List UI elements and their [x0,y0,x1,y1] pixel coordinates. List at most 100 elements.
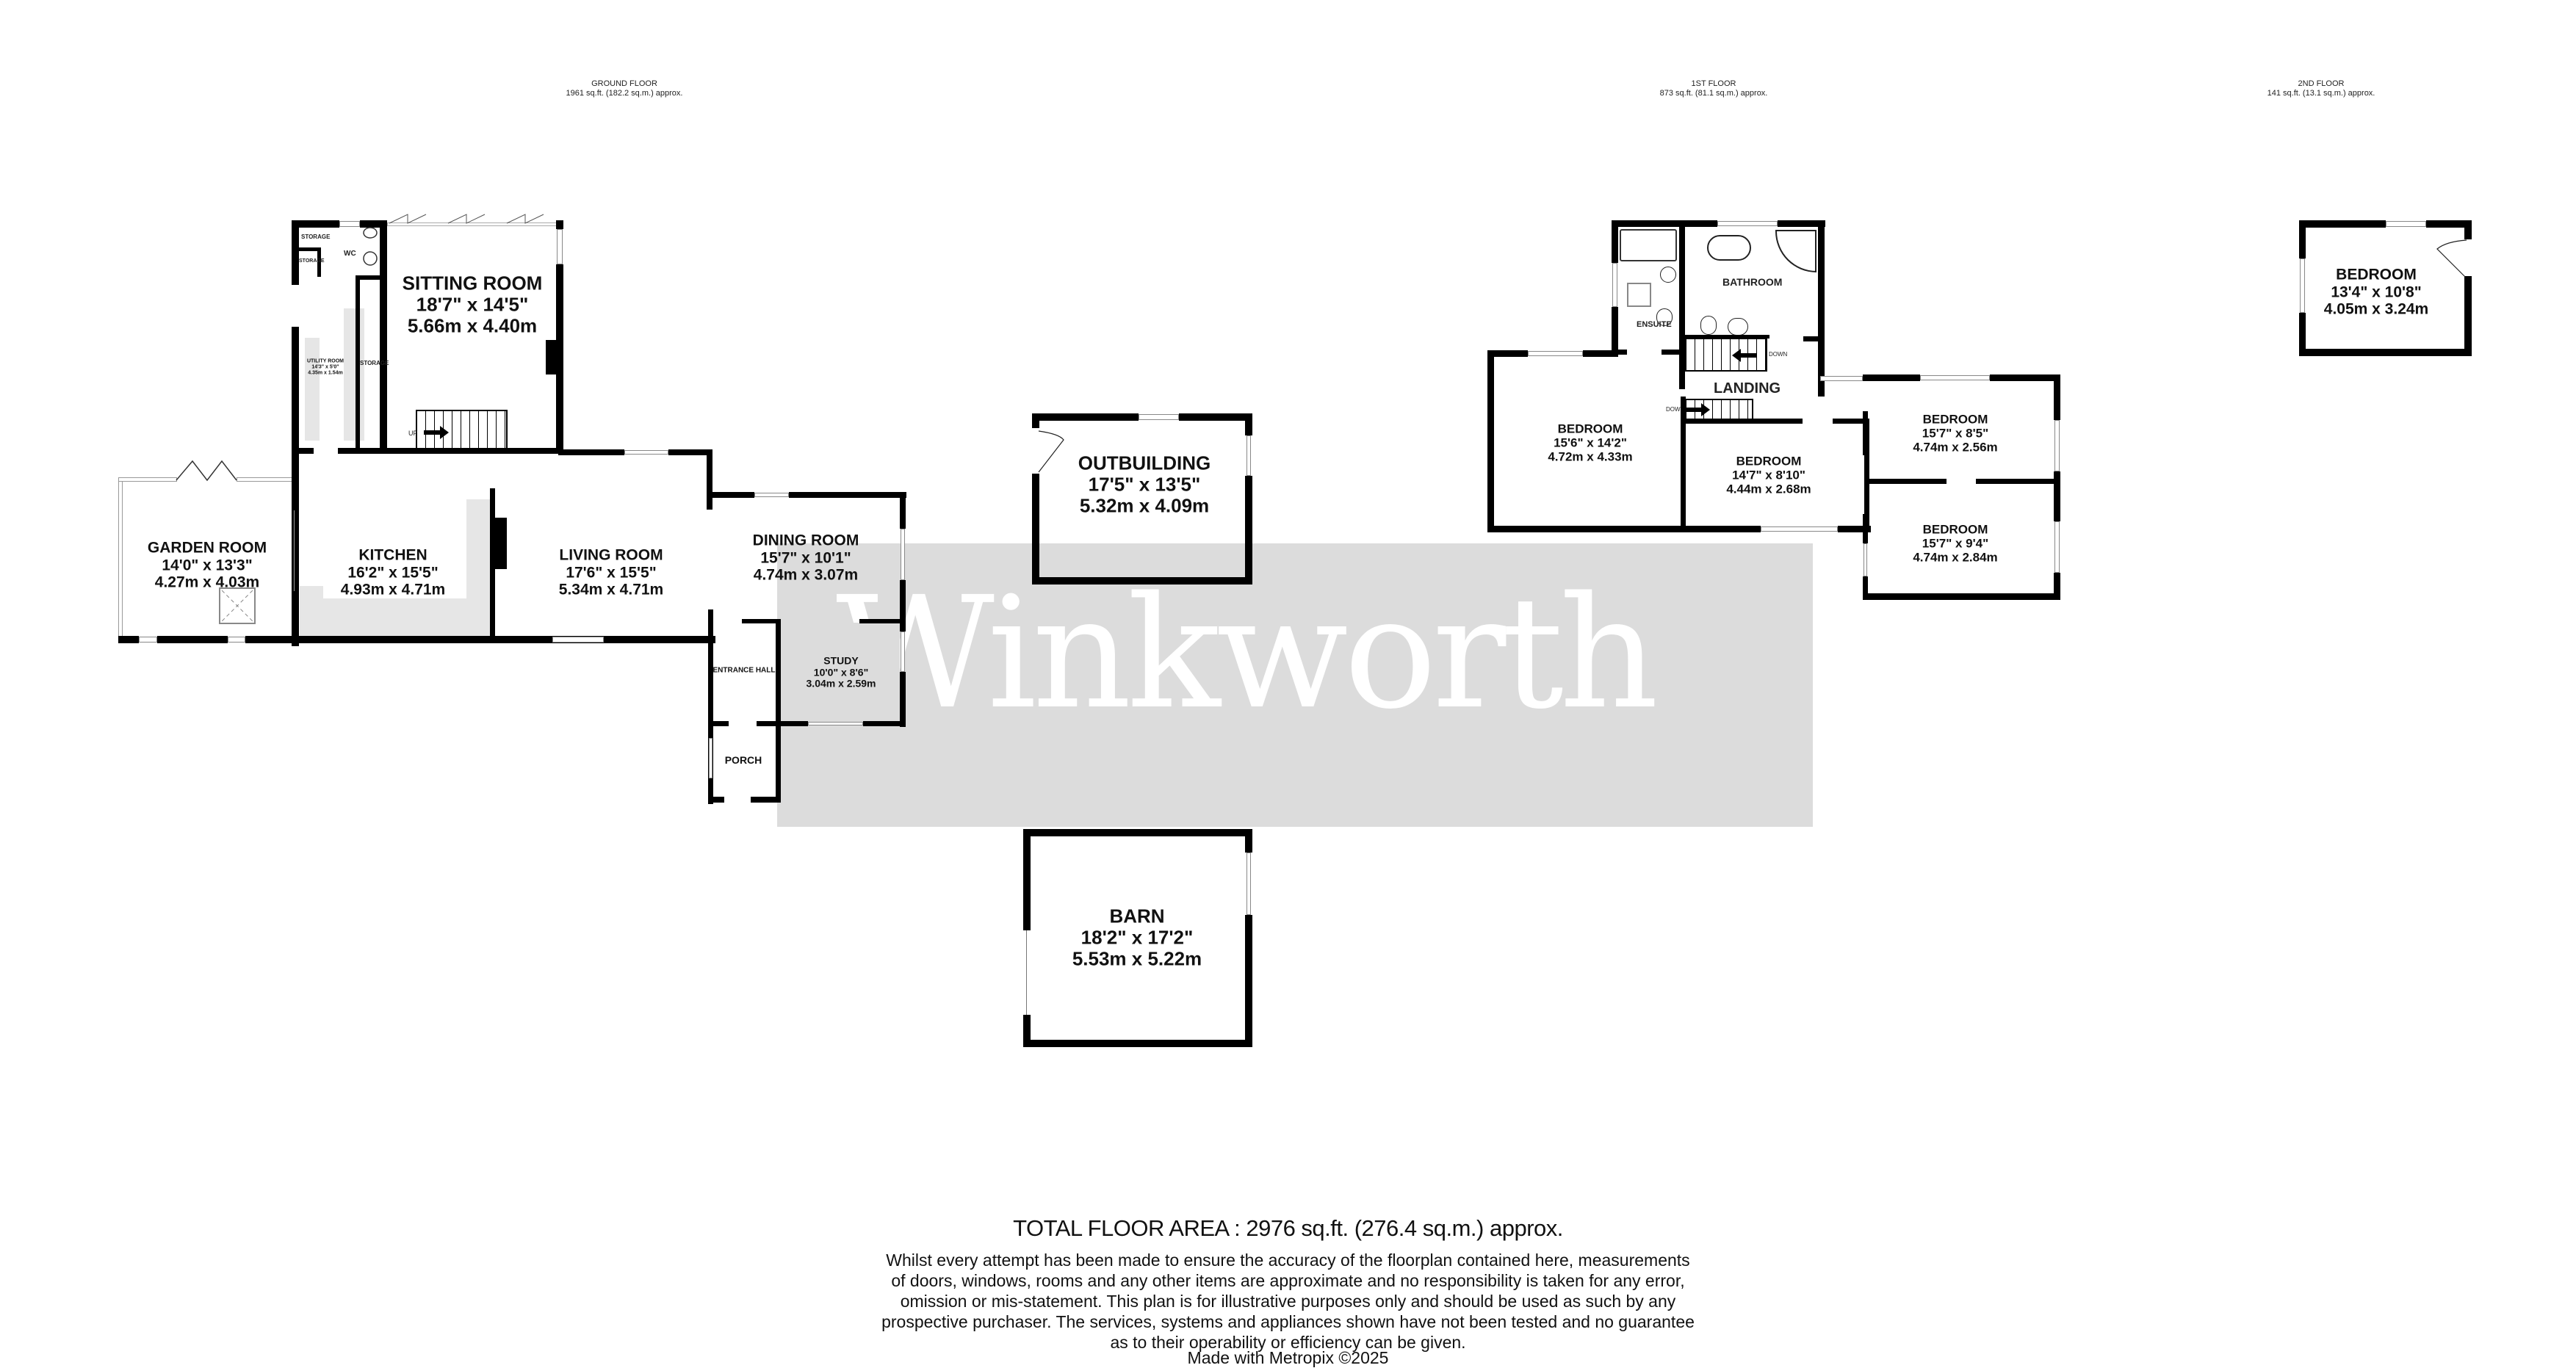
wall [1685,419,1803,424]
stair-arrow-icon [424,426,449,439]
utility-counter [344,308,364,441]
wall [157,636,228,643]
sink-icon [363,251,378,266]
window [1820,376,1863,381]
window [901,529,905,580]
second-floor-header: 2ND FLOOR 141 sq.ft. (13.1 sq.m.) approx… [2267,79,2375,98]
first-floor-header: 1ST FLOOR 873 sq.ft. (81.1 sq.m.) approx… [1660,79,1768,98]
storage-label: STORAGE [301,234,331,240]
sink-icon [1660,267,1676,283]
wall [900,672,906,727]
bath-icon [1707,235,1751,261]
wall [708,797,724,803]
wall [490,488,495,643]
utility-room-label: UTILITY ROOM 14'3" x 5'0" 4.35m x 1.54m [306,358,344,375]
wall [1866,479,1947,484]
wall [859,619,903,623]
sink-icon [1728,318,1748,336]
wall [1245,915,1252,1047]
barn-label: BARN 18'2" x 17'2" 5.53m x 5.22m [1072,905,1202,970]
bifold-door-icon [389,214,544,224]
window [1717,221,1778,226]
wall [1487,526,1761,532]
wall [292,477,297,510]
wall [2299,349,2472,356]
window [709,738,712,778]
wall [356,275,360,452]
wall [1032,577,1252,585]
window [339,221,360,227]
wall [358,275,387,280]
glazed-wall [118,477,177,482]
wall [558,449,624,455]
wall [2464,276,2472,355]
window [552,637,604,643]
wall [1618,350,1627,355]
wall [245,636,715,643]
wall [1023,829,1031,930]
window [2054,521,2060,573]
door-icon [1038,430,1064,473]
window [228,637,245,643]
wall [742,619,779,623]
wall [1681,397,1686,532]
ensuite-label: ENSUITE [1637,320,1672,329]
wall [1245,829,1252,853]
toilet-icon [1700,316,1717,335]
wall [1662,350,1684,355]
wall [2054,573,2060,600]
stair-arrow-icon [1732,349,1757,362]
wall [1682,220,1717,227]
glazed-wall [237,477,294,482]
porch-label: PORCH [724,754,762,767]
wall [1863,374,1920,381]
wall [380,220,387,452]
wall [1863,576,1868,600]
window [139,637,157,643]
window [1920,375,1990,380]
opening [1026,930,1027,1015]
window [1864,543,1867,576]
window [624,450,668,455]
wall [1833,419,1869,424]
wall [2426,220,2472,228]
wall [1179,413,1252,421]
wall [2299,313,2306,355]
bathroom-label: BATHROOM [1722,276,1783,288]
wall [1863,514,1868,543]
window [2386,221,2426,227]
wall [317,247,321,277]
wall [1245,413,1252,435]
opening [294,510,295,591]
wall [1803,336,1822,341]
wall [556,220,563,229]
kitchen-label: KITCHEN 16'2" x 15'5" 4.93m x 4.71m [340,546,446,598]
wall [556,264,563,452]
outbuilding-label: OUTBUILDING 17'5" x 13'5" 5.32m x 4.09m [1078,452,1211,517]
wall [2299,220,2386,228]
wall [1583,350,1618,357]
wall [708,609,713,804]
bedroom-3-label: BEDROOM 15'7" x 8'5" 4.74m x 2.56m [1913,412,1998,455]
window [2300,258,2305,313]
wall [863,721,906,726]
living-room-label: LIVING ROOM 17'6" x 15'5" 5.34m x 4.71m [558,546,664,598]
window [1246,435,1251,476]
ground-floor-header: GROUND FLOOR 1961 sq.ft. (182.2 sq.m.) a… [566,79,683,98]
wall [360,220,387,228]
second-floor-area: 141 sq.ft. (13.1 sq.m.) approx. [2267,89,2375,98]
ground-floor-name: GROUND FLOOR [591,79,657,88]
wall [292,591,297,643]
toilet-icon [1656,308,1673,326]
wall [900,580,906,631]
french-doors-icon [176,460,237,482]
window [1761,526,1838,532]
watermark-panel: Winkworth [777,543,1813,827]
corner-shower-icon [1775,230,1816,272]
wall [1032,413,1039,428]
window [1528,351,1583,356]
wc-label: WC [344,250,356,258]
wall [1778,220,1825,227]
study-floor [784,623,900,723]
window [1139,414,1179,420]
